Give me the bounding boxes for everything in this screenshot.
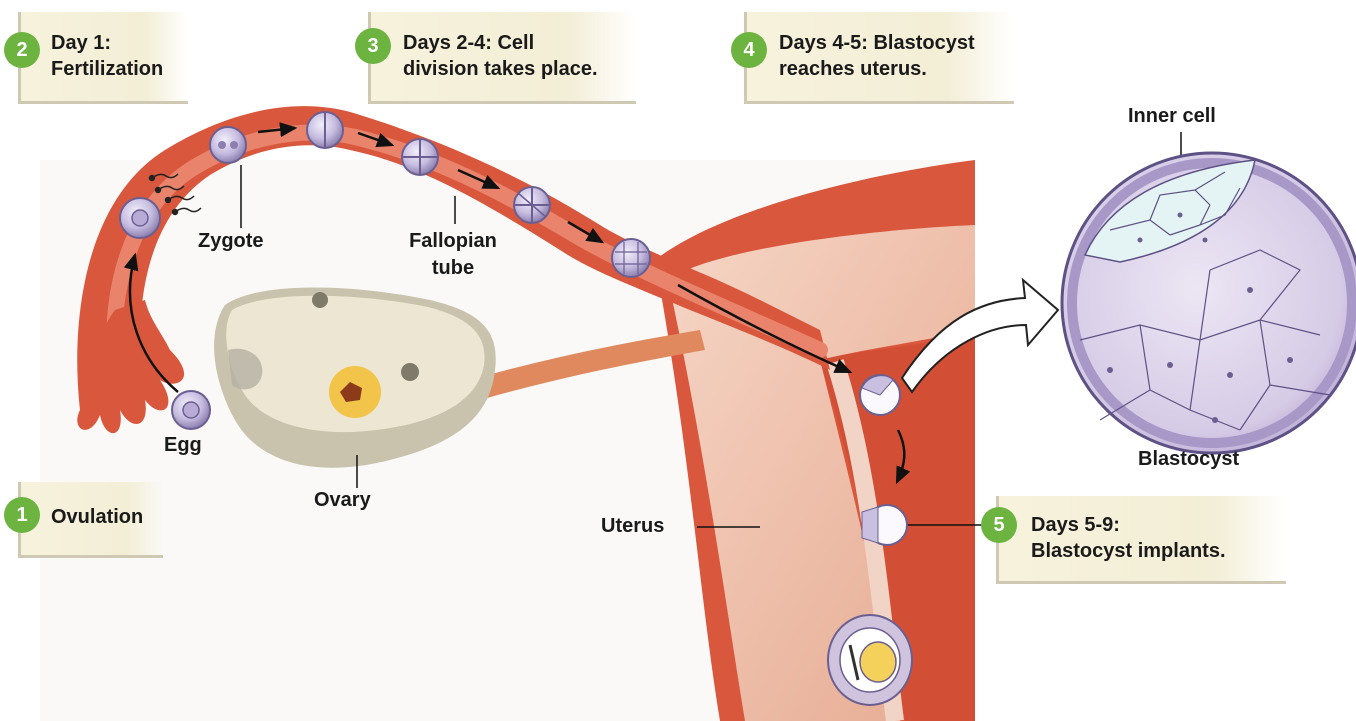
step-5-line-1: Days 5-9: <box>1031 514 1120 536</box>
step-4-line-2: reaches uterus. <box>779 58 927 80</box>
step-4-line-1: Days 4-5: Blastocyst <box>779 32 975 54</box>
sperm-cells <box>148 173 202 216</box>
morula-cell <box>611 238 651 278</box>
step-3-badge: 3 <box>355 28 391 64</box>
fallopian-tube-label-line-1: Fallopian <box>409 230 497 252</box>
step-3-line-2: division takes place. <box>403 58 598 80</box>
step-2-line-2: Fertilization <box>51 58 164 80</box>
blastocyst-label: Blastocyst <box>1138 448 1240 470</box>
inner-cell-label: Inner cell <box>1128 105 1216 127</box>
step-2-line-1: Day 1: <box>51 32 112 54</box>
implanted-embryo <box>827 614 913 706</box>
step-5-badge: 5 <box>981 507 1017 543</box>
fertilization-egg <box>119 197 161 239</box>
blastocyst-in-uterus <box>859 374 901 416</box>
step-5-line-2: Blastocyst implants. <box>1031 540 1226 562</box>
zygote-cell <box>209 126 247 164</box>
step-2-badge: 2 <box>4 32 40 68</box>
blastocyst-zoom-arrow <box>900 277 1060 394</box>
step-5-callout: Days 5-9: Blastocyst implants. <box>996 496 1286 584</box>
egg-arrow <box>123 252 179 393</box>
implanting-blastocyst <box>861 504 908 546</box>
zygote-label: Zygote <box>198 230 264 252</box>
ovarian-ligament <box>470 330 705 400</box>
step-4-callout: Days 4-5: Blastocyst reaches uterus. <box>744 12 1014 104</box>
step-1-callout: Ovulation <box>18 482 163 558</box>
step-1-line-1: Ovulation <box>51 506 144 528</box>
fimbriae <box>77 300 185 434</box>
step-4-badge: 4 <box>731 32 767 68</box>
step-3-callout: Days 2-4: Cell division takes place. <box>368 12 636 104</box>
step-3-line-1: Days 2-4: Cell <box>403 32 535 54</box>
uterine-wall <box>668 225 975 721</box>
eight-cell-stage <box>513 186 551 224</box>
blastocyst-detail <box>1060 151 1356 455</box>
two-cell-stage <box>306 111 344 149</box>
egg-label: Egg <box>164 434 202 456</box>
egg-cell <box>171 390 211 430</box>
progression-arrows <box>257 122 911 485</box>
ovary-label: Ovary <box>314 489 371 511</box>
ovary-shape <box>214 287 496 468</box>
fallopian-tube-label-line-2: tube <box>431 257 475 279</box>
uterus-label: Uterus <box>601 515 665 537</box>
step-1-badge: 1 <box>4 497 40 533</box>
four-cell-stage <box>401 138 439 176</box>
step-2-callout: Day 1: Fertilization <box>18 12 188 104</box>
